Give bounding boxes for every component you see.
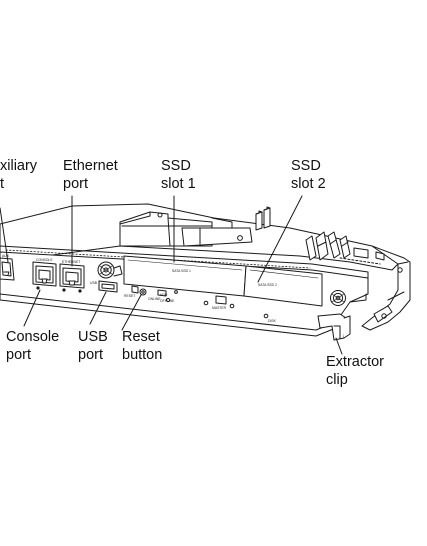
callout-extractor-clip-line-2: clip <box>326 372 348 388</box>
marking-usb: USB <box>90 281 98 285</box>
reset-button <box>131 285 147 296</box>
callout-usb-port-line-2: port <box>78 347 103 363</box>
callout-ethernet-port-line-2: port <box>63 176 88 192</box>
leader-ssd-slot-2 <box>257 195 303 283</box>
marking-online: ONLINE <box>148 297 161 301</box>
leader-console-port <box>23 289 41 327</box>
captive-screw-right <box>330 290 346 306</box>
leader-auxiliary-port <box>0 207 9 263</box>
callout-console-port-line-1: Console <box>6 329 60 345</box>
callout-ethernet-port: Ethernet port <box>63 157 118 193</box>
callout-extractor-clip-line-1: Extractor <box>326 354 385 370</box>
ssd-slot-2 <box>243 265 323 307</box>
callout-reset-button-line-1: Reset <box>122 329 160 345</box>
board-components <box>255 206 385 265</box>
marking-aux: AUX <box>2 254 10 258</box>
ethernet-port <box>59 263 85 293</box>
marking-hdd: HDD <box>160 293 168 297</box>
callout-ssd-slot-2-line-2: slot 2 <box>291 176 326 192</box>
callout-ethernet-port-line-1: Ethernet <box>63 158 118 174</box>
callout-auxiliary-port: xiliary t <box>0 157 37 193</box>
callout-console-port-line-2: port <box>6 347 31 363</box>
leader-usb-port <box>89 291 107 325</box>
callout-ssd-slot-2-line-1: SSD <box>291 158 321 174</box>
callout-usb-port-line-1: USB <box>78 329 108 345</box>
marking-console: CONSOLE <box>36 258 53 262</box>
leader-reset-button <box>121 294 142 331</box>
console-port <box>32 261 57 290</box>
callout-usb-port: USB port <box>78 328 108 364</box>
marking-reset: RESET <box>124 294 135 298</box>
callout-ssd-slot-1-line-1: SSD <box>161 158 191 174</box>
callout-reset-button: Reset button <box>122 328 162 364</box>
aux-port <box>0 257 15 281</box>
leader-lines <box>0 195 343 355</box>
status-leds <box>157 289 269 319</box>
marking-ssd-2: SATA SSD 2 <box>258 283 277 287</box>
marking-offline: OFFLINE <box>160 299 175 303</box>
panel-markings: AUX CONSOLE ETHERNET USB RESET ONLINE HD… <box>2 254 277 323</box>
callout-auxiliary-port-line-2: t <box>0 176 5 192</box>
callout-ssd-slot-1-line-2: slot 1 <box>161 176 196 192</box>
extractor-clip <box>317 313 351 341</box>
callout-ssd-slot-2: SSD slot 2 <box>291 157 326 193</box>
usb-port <box>98 280 118 293</box>
marking-master: MASTER <box>212 306 227 310</box>
callout-reset-button-line-2: button <box>122 347 163 363</box>
callout-extractor-clip: Extractor clip <box>326 353 384 389</box>
marking-ethernet: ETHERNET <box>62 260 80 264</box>
marking-disk: DISK <box>268 319 277 323</box>
callout-auxiliary-port-line-1: xiliary <box>0 158 38 174</box>
callout-ssd-slot-1: SSD slot 1 <box>161 157 196 193</box>
marking-ssd-1: SATA SSD 1 <box>172 269 191 273</box>
callout-console-port: Console port <box>6 328 59 364</box>
captive-screw-left <box>97 261 123 279</box>
leader-extractor-clip <box>335 337 343 355</box>
cover-plate <box>119 211 253 247</box>
